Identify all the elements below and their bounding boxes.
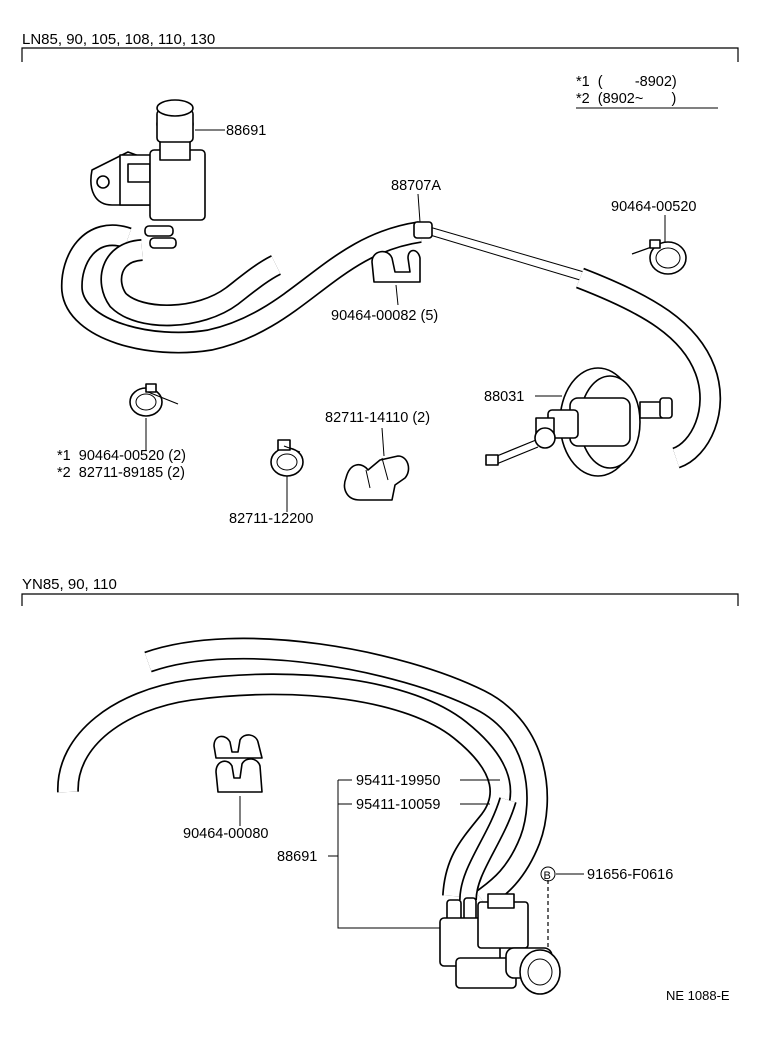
label-88691-top: 88691 <box>226 123 266 139</box>
label-82711-12200: 82711-12200 <box>229 511 313 527</box>
marker-b: B <box>544 870 551 882</box>
label-90464-00080: 90464-00080 <box>183 826 268 842</box>
clip-82711-14110 <box>343 427 410 501</box>
section-top: LN85, 90, 105, 108, 110, 130 *1 ( -8902)… <box>21 31 739 527</box>
leader-88707a <box>417 193 421 223</box>
label-ast1: *1 90464-00520 (2) <box>57 448 186 464</box>
booster-88031 <box>485 367 673 477</box>
label-82711-14110: 82711-14110 (2) <box>325 410 430 426</box>
label-90464-00082: 90464-00082 (5) <box>331 308 438 324</box>
label-ast2: *2 82711-89185 (2) <box>57 465 185 481</box>
section-bottom-bracket <box>21 593 739 606</box>
footer-code: NE 1088-E <box>666 988 730 1003</box>
clip-90464-00082 <box>371 249 421 306</box>
section-top-title: LN85, 90, 105, 108, 110, 130 <box>22 31 215 48</box>
section-bottom: YN85, 90, 110 90464-00080 95411-19 <box>21 576 739 995</box>
label-90464-00520: 90464-00520 <box>611 199 696 215</box>
section-top-bracket <box>21 47 739 62</box>
marker-b-circle <box>540 866 556 882</box>
label-91656-f0616: 91656-F0616 <box>587 867 673 883</box>
vsv-88691-top <box>90 99 225 249</box>
clamp-82711-12200 <box>270 439 304 512</box>
label-95411-19950: 95411-19950 <box>356 773 440 789</box>
hose-88707a <box>60 221 722 469</box>
label-95411-10059: 95411-10059 <box>356 797 440 813</box>
clamp-ast <box>129 383 179 450</box>
leaders-bottom <box>328 779 500 929</box>
label-88707a: 88707A <box>391 178 441 194</box>
clamp-90464-00520 <box>631 215 687 275</box>
legend-line-1: *1 ( -8902) <box>576 74 677 90</box>
hoses-bottom <box>57 637 549 909</box>
label-88691-bottom: 88691 <box>277 849 317 865</box>
section-bottom-title: YN85, 90, 110 <box>22 576 117 593</box>
hose-joint <box>413 221 433 239</box>
vsv-88691-bottom <box>439 880 561 995</box>
clips-90464-00080 <box>213 734 263 826</box>
label-88031: 88031 <box>484 389 524 405</box>
legend-line-2: *2 (8902~ ) <box>576 91 676 107</box>
